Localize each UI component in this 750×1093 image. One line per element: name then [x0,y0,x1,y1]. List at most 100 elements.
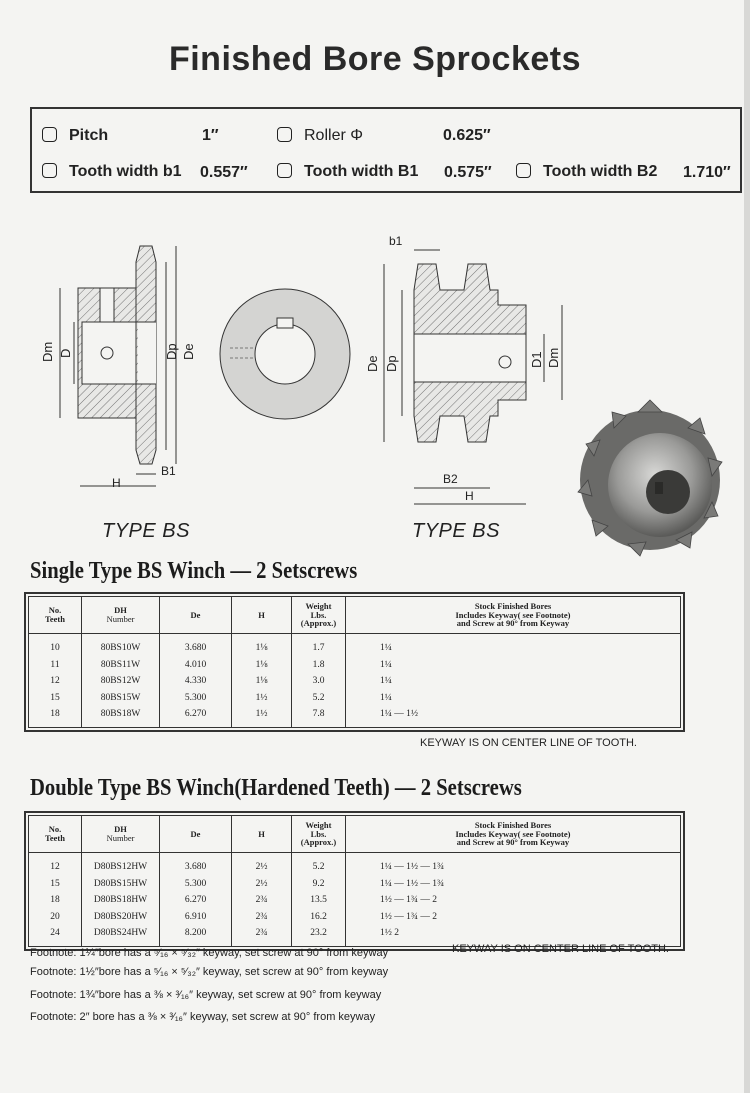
col-h: 2½ 2½ 2¾ 2¾ 2¾ [232,853,292,946]
table-cell: 11 [50,659,60,670]
roller-value: 0.625″ [443,127,491,144]
table-cell: 18 [50,895,60,905]
checkbox-icon [277,163,292,178]
header-text: and Screw at 90° from Keyway [456,837,570,848]
b1-lower-label: b1 [389,234,403,248]
header-text: Teeth [45,614,65,624]
keyway-note-double: KEYWAY IS ON CENTER LINE OF TOOTH. [452,943,669,955]
b2-label: B2 [443,472,458,486]
tooth-B2-value: 1.710″ [683,164,731,181]
table-cell: 18 [50,709,60,719]
header-text: Teeth [45,833,65,843]
col-number: 80BS10W 80BS11W 80BS12W 80BS15W 80BS18W [82,634,160,727]
table-cell: 1.8 [312,659,325,670]
table-body: 10 11 12 15 18 80BS10W 80BS11W 80BS12W 8… [29,634,680,727]
h-label-2: H [465,489,474,503]
col-bores: 1¼ — 1½ — 1¾ 1¼ — 1½ — 1¾ 1½ — 1¾ — 2 1½… [346,853,680,946]
table-cell: 1⅛ [255,676,268,686]
header-text: No. [48,605,62,616]
header-text: and Screw at 90° from Keyway [456,618,570,629]
col-weight: 1.7 1.8 3.0 5.2 7.8 [292,634,346,727]
tooth-b1-spec: Tooth width b1 [42,163,182,181]
table-cell: 80BS18W [100,709,141,719]
table-cell: 80BS11W [100,659,141,670]
tooth-b1-label: Tooth width b1 [69,163,182,180]
roller-label: Roller Φ [304,127,363,144]
table-cell: 2½ [255,878,268,889]
table-cell: 1¼ — 1½ [380,709,418,719]
de-label: De [181,343,196,360]
checkbox-icon [516,163,531,178]
col-de: 3.680 5.300 6.270 6.910 8.200 [160,853,232,946]
table-cell: 3.680 [184,643,207,653]
roller-spec: Roller Φ [277,127,363,145]
header-text: Number [106,833,135,843]
table-cell: D80BS18HW [93,895,148,905]
table-cell: 1.7 [312,643,325,653]
table-cell: 80BS10W [100,643,141,653]
footnote-4: Footnote: 2″ bore has a ⅜ × ³⁄₁₆″ keyway… [30,1011,376,1023]
footnote-1: Footnote: 1¼″bore has a ⁵⁄₁₆ × ⁵⁄₃₂″ key… [30,947,389,959]
table-body: 12 15 18 20 24 D80BS12HW D80BS15HW D80BS… [29,853,680,946]
table-cell: 12 [50,676,60,686]
header-text: Lbs. [310,828,327,839]
header-text: Stock Finished Bores [474,819,552,830]
table-cell: 1¼ [380,643,392,653]
header-text: Weight [305,600,332,611]
header-h: H [232,597,292,633]
table-cell: 1¼ — 1½ — 1¾ [380,862,445,872]
table-cell: 1¼ [380,692,392,703]
table-cell: 1⅛ [255,659,268,670]
col-de: 3.680 4.010 4.330 5.300 6.270 [160,634,232,727]
header-h: H [232,816,292,852]
table-cell: 13.5 [310,895,327,905]
table-cell: D80BS12HW [93,862,148,872]
header-de: De [160,816,232,852]
table-cell: 1¼ — 1½ — 1¾ [380,878,445,889]
pitch-value: 1″ [202,127,219,144]
spec-box [30,107,742,193]
col-weight: 5.2 9.2 13.5 16.2 23.2 [292,853,346,946]
pitch-spec: Pitch [42,127,108,145]
checkbox-icon [277,127,292,142]
table-cell: 5.2 [312,862,325,872]
table-cell: 1½ — 1¾ — 2 [380,895,437,905]
header-text: DH [114,824,127,835]
col-h: 1⅛ 1⅛ 1⅛ 1½ 1½ [232,634,292,727]
tooth-B2-label: Tooth width B2 [543,163,658,180]
table-cell: 4.330 [184,676,207,686]
header-text: Stock Finished Bores [474,600,552,611]
table-cell: D80BS15HW [93,878,148,889]
table-cell: 10 [50,643,60,653]
header-text: No. [48,824,62,835]
single-type-title: Single Type BS Winch — 2 Setscrews [30,558,358,584]
d1-label: D1 [529,351,544,368]
col-teeth: 10 11 12 15 18 [29,634,82,727]
table-cell: 1⅛ [255,643,268,653]
table-cell: 5.2 [312,692,325,703]
d-label: D [58,349,73,358]
table-cell: 3.680 [184,862,207,872]
table-cell: 4.010 [184,659,207,670]
header-text: Lbs. [310,609,327,620]
footnote-2: Footnote: 1½″bore has a ⁵⁄₁₆ × ⁵⁄₃₂″ key… [30,966,389,978]
table-cell: 1½ [255,692,268,703]
double-type-section-drawing [383,249,563,505]
tooth-B1-value: 0.575″ [444,164,492,181]
type-bs-label-right: TYPE BS [412,520,500,542]
table-cell: 1½ 2 [380,928,399,938]
header-text: Number [106,614,135,624]
dm-label-2: Dm [546,348,561,368]
tooth-B2-spec: Tooth width B2 [516,163,657,181]
table-cell: D80BS24HW [93,928,148,938]
tooth-B1-label: Tooth width B1 [304,163,419,180]
